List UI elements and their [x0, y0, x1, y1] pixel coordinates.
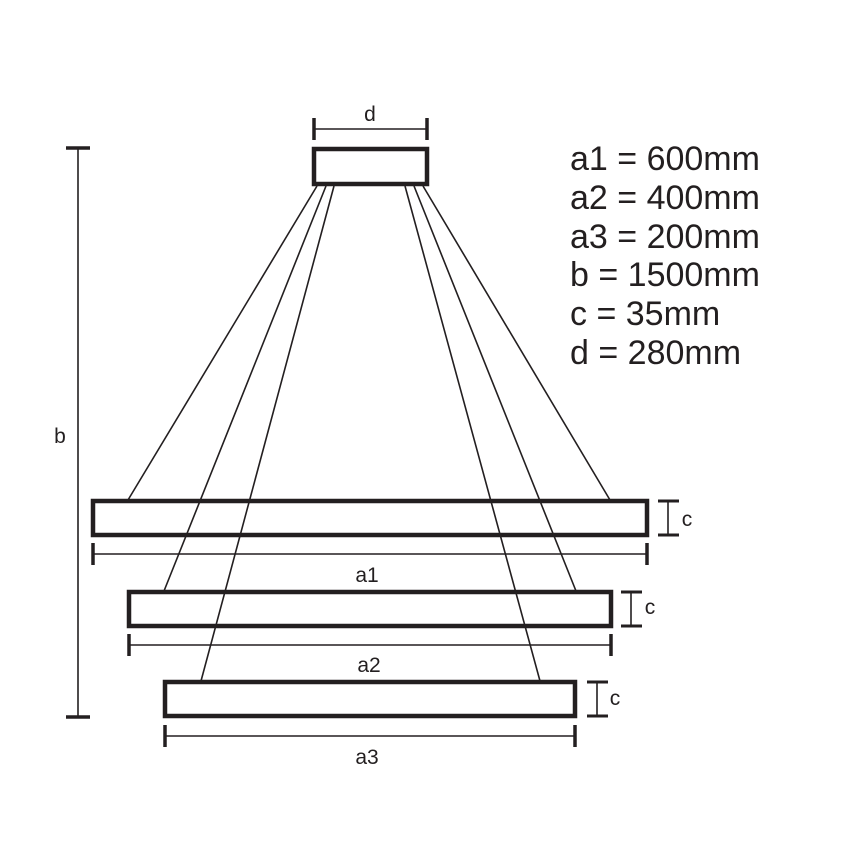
- label-c1: c: [682, 508, 693, 531]
- label-a3: a3: [355, 746, 378, 769]
- canopy: [311, 146, 430, 187]
- label-a2: a2: [357, 654, 380, 677]
- dimension-c2: [621, 590, 642, 628]
- spec-d: d = 280mm: [570, 334, 741, 372]
- label-c2: c: [645, 596, 656, 619]
- dimension-a1: [91, 543, 649, 565]
- spec-a2: a2 = 400mm: [570, 179, 760, 217]
- label-d: d: [364, 103, 376, 126]
- dimension-a2: [127, 634, 613, 656]
- ring-3: [162, 679, 578, 719]
- dimension-d: [312, 118, 429, 140]
- spec-a3: a3 = 200mm: [570, 218, 760, 256]
- cable: [200, 185, 335, 682]
- label-b: b: [54, 425, 66, 448]
- spec-list: a1 = 600mm a2 = 400mm a3 = 200mm b = 150…: [570, 140, 760, 372]
- cable: [422, 185, 611, 501]
- dimension-b: [66, 146, 90, 719]
- suspension-cables: [127, 185, 611, 682]
- ring-1: [90, 498, 650, 538]
- dimension-c1: [658, 499, 679, 537]
- cable: [127, 185, 318, 501]
- cable: [404, 185, 541, 682]
- spec-a1: a1 = 600mm: [570, 140, 760, 178]
- dimension-c3: [587, 680, 608, 718]
- cable: [413, 185, 577, 592]
- dimension-a3: [163, 725, 577, 747]
- label-a1: a1: [355, 564, 378, 587]
- ring-2: [126, 589, 614, 629]
- spec-b: b = 1500mm: [570, 256, 760, 294]
- label-c3: c: [610, 687, 621, 710]
- cable: [163, 185, 327, 592]
- spec-c: c = 35mm: [570, 295, 720, 333]
